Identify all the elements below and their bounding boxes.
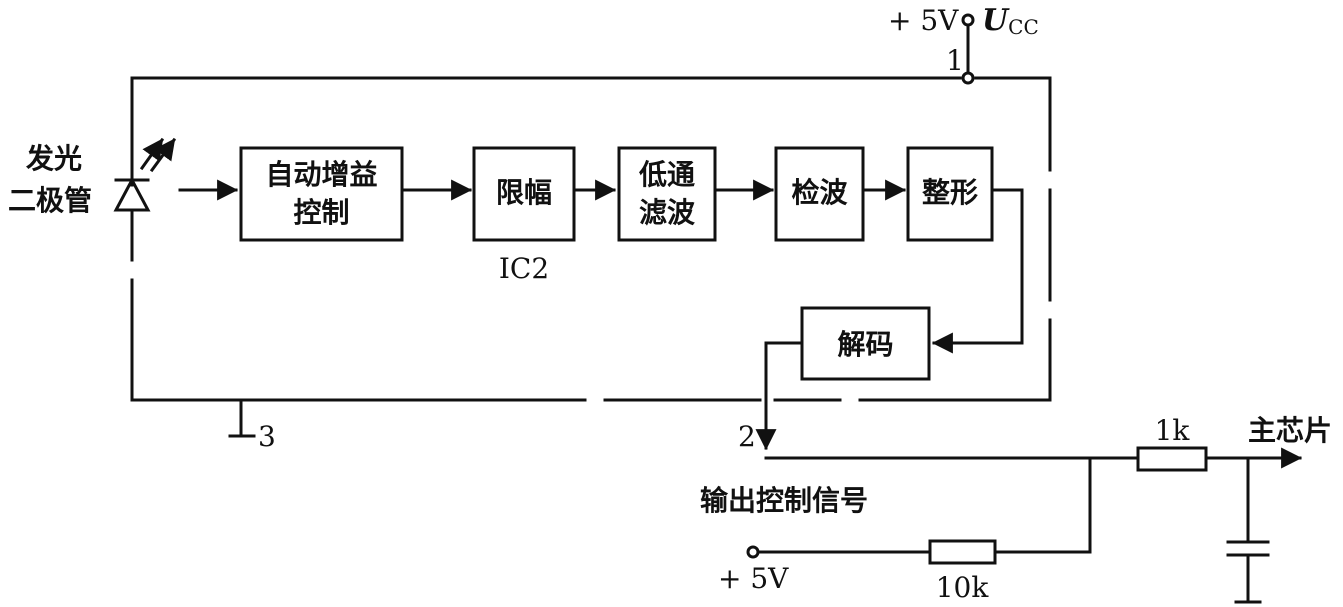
shaper-block: 整形 [906, 146, 994, 242]
detector-block: 检波 [774, 146, 865, 242]
detector-label: 检波 [791, 176, 848, 209]
ic2-boundary [130, 76, 1052, 402]
limiter-label: 限幅 [496, 176, 552, 209]
pin-2-label: 2 [738, 420, 756, 453]
ic2-label: IC2 [499, 252, 549, 285]
limiter-block: 限幅 [472, 146, 576, 242]
light-ray-1 [139, 137, 165, 171]
pullup-terminal [746, 545, 760, 559]
lowpass-label-line1: 低通 [638, 158, 695, 191]
resistor-10k [928, 539, 997, 565]
agc-label-line1: 自动增益 [265, 158, 377, 191]
led-label-line1: 发光 [25, 142, 82, 175]
pin-1-supply: + 5V UCC 1 [888, 3, 1039, 85]
arrow-decoder-to-pin2 [755, 341, 804, 451]
lowpass-block: 低通 滤波 [617, 146, 717, 242]
output-circuit: 1k 主芯片 10k + 5V 输出控制信号 [700, 414, 1332, 604]
supply-symbol: UCC [982, 3, 1039, 39]
pullup-voltage-label: + 5V [718, 562, 789, 595]
arrow-shaper-to-decoder [931, 188, 1024, 354]
output-signal-label: 输出控制信号 [700, 484, 868, 517]
main-chip-label: 主芯片 [1248, 414, 1332, 447]
agc-block: 自动增益 控制 [239, 146, 404, 242]
decoder-block: 解码 [800, 306, 931, 381]
led-photodiode: 发光 二极管 [8, 137, 177, 222]
resistor-1k [1136, 446, 1208, 472]
supply-voltage-label: + 5V [888, 4, 959, 37]
lowpass-label-line2: 滤波 [639, 196, 696, 229]
shaper-label: 整形 [922, 176, 978, 209]
resistor-10k-label: 10k [936, 571, 990, 604]
decoder-label: 解码 [837, 328, 893, 361]
pin-1-node [961, 71, 975, 85]
pin-1-label: 1 [946, 44, 964, 77]
led-label-line2: 二极管 [8, 184, 92, 217]
agc-label-line2: 控制 [293, 196, 349, 229]
pin-3-ground: 3 [228, 398, 276, 453]
pin-3-label: 3 [258, 420, 276, 453]
resistor-1k-label: 1k [1155, 414, 1191, 447]
light-ray-2 [149, 137, 177, 173]
